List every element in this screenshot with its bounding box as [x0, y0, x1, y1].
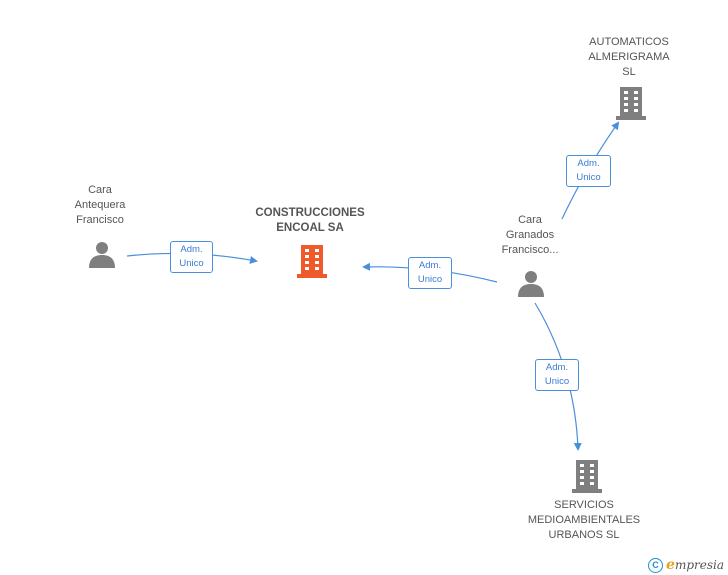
- edge-label-granados-servicios[interactable]: Adm. Unico: [535, 359, 579, 391]
- copyright-icon: C: [648, 557, 664, 573]
- brand-logo[interactable]: empresia: [666, 557, 724, 573]
- node-label-company-servicios[interactable]: SERVICIOS MEDIOAMBIENTALES URBANOS SL: [527, 499, 641, 541]
- node-label-person-granados[interactable]: Cara Granados Francisco...: [501, 214, 559, 256]
- person-icon[interactable]: [516, 268, 546, 298]
- node-label-company-main[interactable]: CONSTRUCCIONES ENCOAL SA: [255, 207, 365, 234]
- edge-label-granados-main[interactable]: Adm. Unico: [408, 257, 452, 289]
- building-icon[interactable]: [615, 86, 647, 120]
- node-label-person-antequera[interactable]: Cara Antequera Francisco: [74, 184, 126, 226]
- person-icon[interactable]: [87, 239, 117, 269]
- edge-label-granados-automaticos[interactable]: Adm. Unico: [566, 155, 611, 187]
- footer-credit: C empresia: [648, 557, 724, 573]
- building-icon[interactable]: [296, 244, 328, 278]
- node-label-company-automaticos[interactable]: AUTOMATICOS ALMERIGRAMA SL: [588, 36, 670, 78]
- edge-label-antequera-main[interactable]: Adm. Unico: [170, 241, 213, 273]
- building-icon[interactable]: [571, 459, 603, 493]
